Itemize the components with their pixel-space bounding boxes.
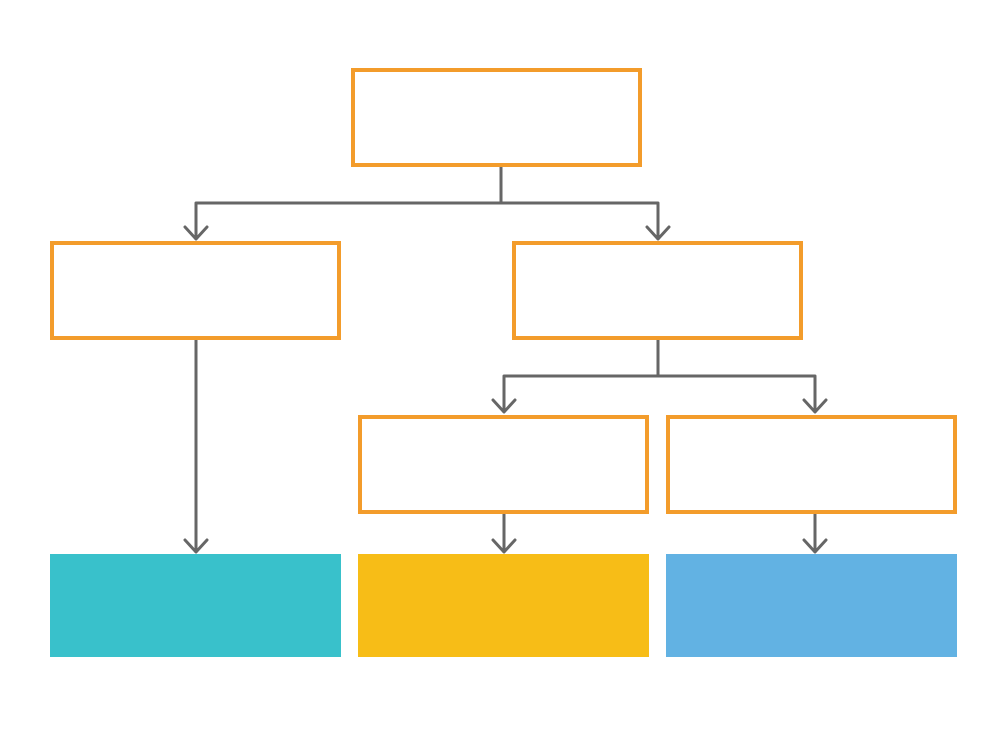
leaf-box-blue: [666, 554, 957, 657]
arrowhead-level3-left: [491, 398, 517, 414]
arrowhead-level2-left: [183, 225, 209, 241]
arrowhead-leaf-blue: [802, 538, 828, 554]
arrowhead-leaf-yellow: [491, 538, 517, 554]
box-level3-left: [358, 415, 649, 514]
box-root: [351, 68, 642, 167]
leaf-box-yellow: [358, 554, 649, 657]
box-level2-right: [512, 241, 803, 340]
arrowhead-leaf-teal: [183, 538, 209, 554]
box-level3-right: [666, 415, 957, 514]
leaf-box-teal: [50, 554, 341, 657]
arrowhead-level2-right: [645, 225, 671, 241]
leaf-boxes: [50, 554, 957, 657]
connector-root-branch: [194, 201, 660, 240]
connector-level2-right-branch: [502, 374, 817, 413]
outlined-boxes: [50, 68, 957, 514]
box-level2-left: [50, 241, 341, 340]
connectors: [183, 165, 828, 554]
arrowhead-level3-right: [802, 398, 828, 414]
